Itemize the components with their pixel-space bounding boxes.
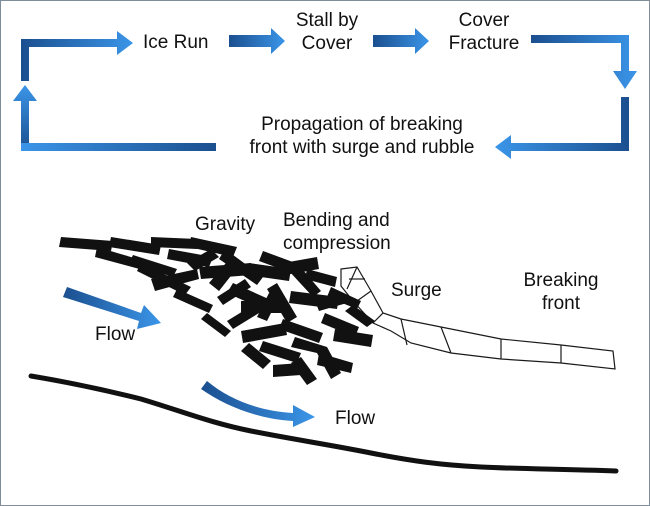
label-flow-lower: Flow (335, 408, 376, 429)
label-bending-compression: Bending and compression (283, 209, 391, 255)
label-breaking-line1: Breaking (523, 270, 599, 291)
label-stall-line2: Cover (301, 33, 353, 54)
label-fracture-line1: Cover (458, 10, 510, 31)
arrow-to-ice-run-icon (21, 31, 133, 81)
flow-arrow-lower-icon (201, 381, 315, 427)
label-flow-upper: Flow (95, 324, 136, 345)
ice-rubble (59, 237, 375, 385)
arrow-loop-up-icon (13, 85, 37, 151)
arrow-propagation-to-loop-icon (21, 143, 216, 151)
label-bending-line1: Bending and (283, 210, 390, 231)
arrow-down-to-propagation-icon (495, 97, 629, 159)
label-breaking-line2: front (541, 293, 581, 314)
label-propagation: Propagation of breaking front with surge… (227, 113, 497, 159)
arrow-stall-to-fracture-icon (373, 28, 429, 54)
label-cover-fracture: Cover Fracture (437, 9, 531, 55)
arrow-ice-run-to-stall-icon (229, 28, 285, 54)
label-fracture-line2: Fracture (448, 33, 520, 54)
label-stall-line1: Stall by (295, 10, 359, 31)
riverbed-line (28, 373, 619, 474)
label-propagation-line1: Propagation of breaking (261, 114, 463, 135)
arrow-fracture-to-down-icon (531, 35, 637, 89)
label-surge: Surge (391, 280, 442, 301)
label-propagation-line2: front with surge and rubble (249, 137, 475, 158)
flow-arrow-upper-icon (63, 287, 161, 329)
label-ice-run: Ice Run (143, 32, 209, 53)
label-stall-by-cover: Stall by Cover (289, 9, 365, 55)
ice-cover-outline (340, 266, 616, 370)
label-breaking-front: Breaking front (519, 269, 603, 315)
cycle-arrows (13, 28, 637, 159)
label-gravity: Gravity (195, 214, 256, 235)
label-bending-line2: compression (283, 233, 391, 254)
